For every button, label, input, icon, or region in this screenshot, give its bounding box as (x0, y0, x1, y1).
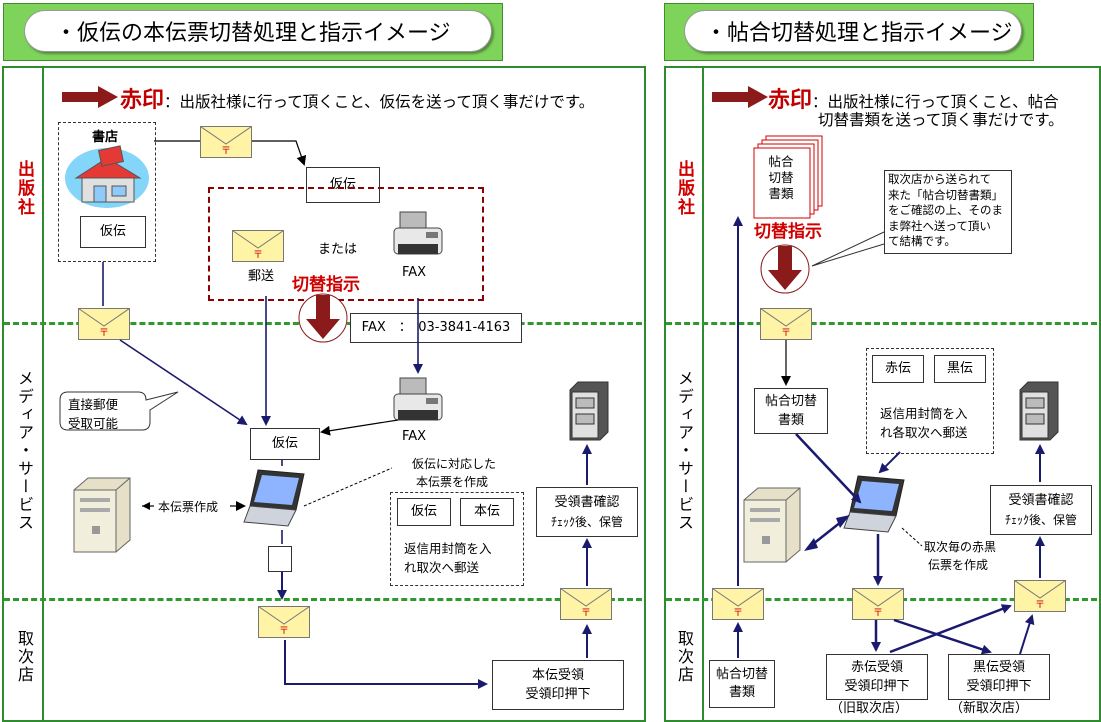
left-banner-pill: ・仮伝の本伝票切替処理と指示イメージ (24, 10, 492, 52)
left-headline-mark: 赤印 (120, 88, 165, 113)
right-banner-pill: ・帖合切替処理と指示イメージ (684, 10, 1022, 52)
svg-text:〒: 〒 (279, 626, 289, 637)
mail-label: 郵送 (248, 269, 275, 284)
envelope-icon-right-bottom-2: 〒 (852, 588, 904, 620)
honden-receipt-box: 本伝受領 受領印押下 (492, 660, 624, 710)
laptop-icon-right (843, 475, 905, 533)
right-lane-separator (702, 66, 704, 720)
right-callout-note: 取次店から送られて 来た「帖合切替書類」 をご確認の上、そのま ま弊社へ送って頂… (888, 172, 1003, 248)
return-note-left: 返信用封筒を入 れ取次へ郵送 (404, 541, 492, 575)
envelope-icon-right-top: 〒 (760, 308, 812, 340)
chouai-doc-bottom: 帖合切替 書類 (709, 660, 775, 708)
store-label: 書店 (92, 130, 119, 145)
fax-machine-icon-top (393, 211, 443, 255)
svg-text:〒: 〒 (733, 608, 743, 619)
right-headline-arrow-icon (712, 86, 768, 108)
kariden-doc-media: 仮伝 (250, 428, 320, 460)
left-lane-divider-2 (4, 598, 642, 601)
cabinet-icon-right (1019, 381, 1059, 441)
right-lane-divider-1 (666, 322, 1097, 325)
laptop-icon-left (243, 469, 305, 527)
left-headline-arrow-icon (62, 86, 118, 108)
right-lane-media: メディア・サービス (675, 370, 694, 532)
right-callout-box (884, 170, 1012, 254)
left-lane-media: メディア・サービス (15, 370, 34, 532)
small-doc-icon (268, 546, 292, 572)
receipt-check-box-left: 受領書確認 ﾁｪｯｸ後、保管 (536, 487, 638, 537)
svg-text:〒: 〒 (873, 608, 883, 619)
right-headline-1: 赤印：出版社様に行って頂くこと、帖合 (768, 82, 1059, 114)
svg-text:〒: 〒 (581, 608, 591, 619)
fax-machine-icon-media (393, 377, 443, 421)
left-banner-title: ・仮伝の本伝票切替処理と指示イメージ (55, 21, 451, 46)
direct-mail-callout-shape (59, 391, 179, 431)
kariden-doc-top: 仮伝 (306, 167, 380, 203)
switch-down-arrow-icon-left (298, 293, 348, 343)
svg-text:〒: 〒 (221, 146, 231, 157)
kuroden-receipt-box: 黒伝受領 受領印押下 (948, 654, 1050, 700)
fax-label-media: FAX (402, 429, 427, 444)
switch-instruction-left: 切替指示 (292, 275, 360, 295)
left-lane-publisher: 出版社 (14, 160, 34, 217)
create-note-left: 仮伝に対応した 本伝票を作成 (412, 457, 497, 489)
switch-instruction-right: 切替指示 (754, 222, 822, 242)
doc-stack-icon (753, 135, 823, 219)
right-lane-distributor: 取次店 (675, 630, 694, 684)
right-headline-text-1: ：出版社様に行って頂くこと、帖合 (812, 93, 1059, 111)
store-kariden-doc: 仮伝 (80, 216, 146, 248)
right-lane-publisher: 出版社 (674, 160, 694, 217)
doc-kuroden-small: 黒伝 (934, 355, 986, 383)
svg-text:〒: 〒 (781, 328, 791, 339)
svg-text:〒: 〒 (99, 328, 109, 339)
cabinet-icon-left (569, 381, 609, 441)
new-distributor-label: （新取次店） (950, 701, 1029, 716)
receipt-check-box-right: 受領書確認 ﾁｪｯｸ後、保管 (990, 485, 1092, 535)
svg-text:〒: 〒 (253, 250, 263, 261)
or-text: または (318, 242, 358, 257)
return-note-right: 返信用封筒を入 れ各取次へ郵送 (880, 406, 968, 440)
envelope-icon-left: 〒 (78, 308, 130, 340)
fax-label-top: FAX (402, 265, 427, 280)
fax-number: FAX ： 03-3841-4163 (361, 320, 511, 336)
right-headline-mark: 赤印 (768, 88, 813, 113)
store-building-icon (65, 145, 149, 208)
akaden-receipt-box: 赤伝受領 受領印押下 (826, 654, 928, 700)
switch-options-box (208, 187, 484, 301)
envelope-icon-bottom-left: 〒 (258, 606, 310, 638)
envelope-icon-mail: 〒 (232, 230, 284, 262)
chouai-doc-media: 帖合切替 書類 (754, 388, 828, 434)
left-lane-distributor: 取次店 (15, 630, 34, 684)
doc-stack-label: 帖合 切替 書類 (768, 154, 794, 201)
left-lane-separator (42, 66, 44, 720)
server-icon-left (73, 477, 131, 553)
left-headline: 赤印：出版社様に行って頂くこと、仮伝を送って頂く事だけです。 (120, 82, 594, 114)
right-callout-pointer (811, 231, 885, 267)
honden-create-label: 本伝票作成 (156, 498, 221, 515)
right-headline-2: 切替書類を送って頂く事だけです。 (818, 111, 1064, 129)
doc-akaden-small: 赤伝 (872, 355, 924, 383)
old-distributor-label: （旧取次店） (830, 701, 909, 716)
envelope-icon-top: 〒 (200, 126, 252, 158)
svg-text:〒: 〒 (1035, 600, 1045, 611)
server-icon-right (743, 487, 801, 563)
left-headline-text: ：出版社様に行って頂くこと、仮伝を送って頂く事だけです。 (164, 93, 595, 111)
right-banner-title: ・帖合切替処理と指示イメージ (705, 21, 1013, 46)
envelope-icon-right-bottom-3: 〒 (1014, 580, 1066, 612)
doc-kariden-small: 仮伝 (397, 498, 451, 526)
create-note-right: 取次毎の赤黒 伝票を作成 (924, 540, 997, 572)
switch-down-arrow-icon-right (760, 244, 810, 294)
fax-number-box: FAX ： 03-3841-4163 (350, 313, 522, 343)
envelope-icon-bottom-right: 〒 (560, 588, 612, 620)
direct-mail-note: 直接郵便 受取可能 (68, 397, 119, 431)
doc-honden-small: 本伝 (460, 498, 514, 526)
envelope-icon-right-bottom-1: 〒 (712, 588, 764, 620)
